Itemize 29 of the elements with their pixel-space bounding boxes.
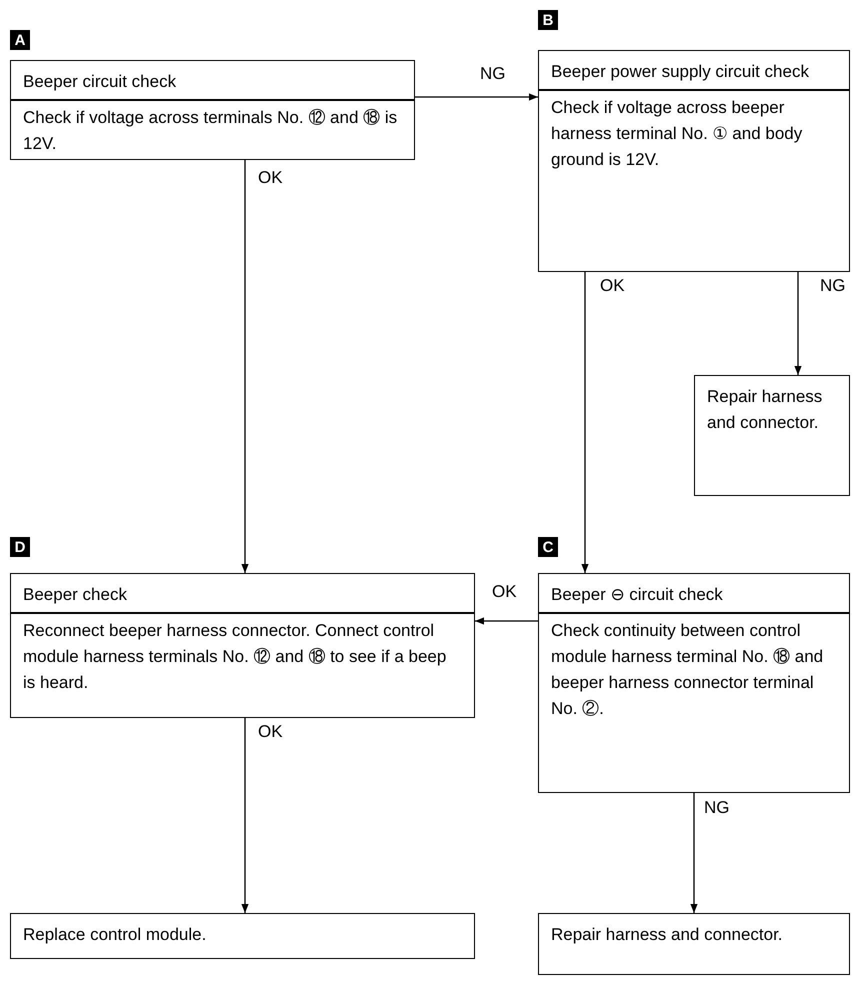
box-text: Replace control module. bbox=[22, 924, 208, 946]
box-text: Check if voltage across terminals No. ⑫ and ⑱ is 12V. bbox=[11, 99, 414, 157]
arrow bbox=[241, 160, 249, 573]
process-box bbox=[538, 573, 850, 793]
box-text: Check if voltage across beeper harness terminal No. ① and body ground is 12V. bbox=[539, 89, 849, 173]
step-letter: C bbox=[538, 537, 558, 557]
box-heading: Beeper circuit check bbox=[22, 71, 178, 93]
process-box bbox=[10, 573, 475, 718]
process-box bbox=[538, 913, 850, 975]
step-letter: B bbox=[538, 10, 558, 30]
arrow bbox=[794, 272, 802, 375]
box-text: Check continuity between control module harness terminal No. ⑱ and beeper harness connector terminal No. ②. bbox=[539, 612, 849, 722]
box-text: Repair harness and connector. bbox=[550, 924, 784, 946]
box-text: Reconnect beeper harness connector. Connect control module harness terminals No. ⑫ and ⑱ to see if a beep is heard. bbox=[11, 612, 474, 696]
process-box bbox=[10, 60, 415, 160]
process-box bbox=[694, 375, 850, 496]
step-letter: A bbox=[10, 30, 30, 50]
arrow bbox=[475, 617, 538, 625]
process-box bbox=[538, 50, 850, 272]
process-box bbox=[10, 913, 475, 959]
box-heading: Beeper power supply circuit check bbox=[550, 61, 810, 83]
box-text: Repair harness and connector. bbox=[706, 386, 824, 434]
box-heading: Beeper ⊖ circuit check bbox=[550, 584, 724, 606]
step-letter: D bbox=[10, 537, 30, 557]
arrow bbox=[690, 793, 698, 913]
arrow bbox=[415, 93, 538, 101]
arrow bbox=[581, 272, 589, 573]
arrow bbox=[241, 718, 249, 913]
box-heading: Beeper check bbox=[22, 584, 128, 606]
